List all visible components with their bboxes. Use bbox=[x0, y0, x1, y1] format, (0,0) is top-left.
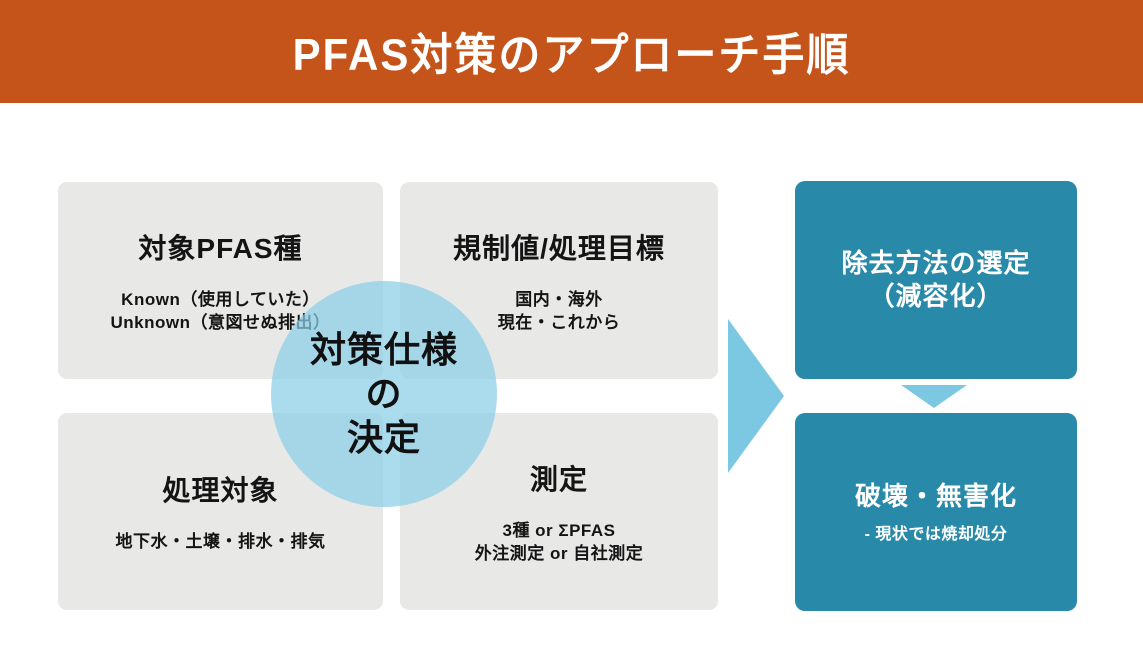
factor-subtitle: Known（使用していた） Unknown（意図せぬ排出） bbox=[111, 289, 331, 334]
factor-subtitle-line: 3種 or ΣPFAS bbox=[502, 521, 616, 541]
factor-box-target-pfas: 対象PFAS種 Known（使用していた） Unknown（意図せぬ排出） bbox=[58, 182, 383, 379]
factor-subtitle-line: Known（使用していた） bbox=[121, 290, 320, 310]
step-title: 破壊・無害化 bbox=[854, 481, 1017, 512]
decision-circle: 対策仕様 の 決定 bbox=[271, 281, 497, 507]
factor-subtitle-line: 現在・これから bbox=[497, 312, 621, 332]
factor-subtitle: 国内・海外 現在・これから bbox=[498, 289, 621, 334]
step-note: - 現状では焼却処分 bbox=[864, 525, 1008, 543]
factor-box-treatment-target: 処理対象 地下水・土壌・排水・排気 bbox=[58, 413, 383, 610]
header-banner: PFAS対策のアプローチ手順 bbox=[0, 0, 1143, 103]
factor-subtitle-line: 外注測定 or 自社測定 bbox=[474, 543, 644, 563]
flow-arrow-down-icon bbox=[901, 385, 967, 408]
factor-subtitle: 3種 or ΣPFAS 外注測定 or 自社測定 bbox=[475, 520, 643, 565]
factor-subtitle: 地下水・土壌・排水・排気 bbox=[116, 531, 326, 553]
factor-title: 規制値/処理目標 bbox=[453, 233, 665, 265]
decision-circle-label: 対策仕様 の 決定 bbox=[309, 329, 458, 458]
step-box-destruction-detoxification: 破壊・無害化 - 現状では焼却処分 bbox=[795, 413, 1077, 611]
flow-arrow-right-icon bbox=[728, 319, 784, 473]
factor-subtitle-line: 地下水・土壌・排水・排気 bbox=[115, 532, 326, 552]
factor-subtitle-line: Unknown（意図せぬ排出） bbox=[110, 312, 331, 332]
page-title: PFAS対策のアプローチ手順 bbox=[292, 29, 851, 80]
factor-title: 対象PFAS種 bbox=[138, 233, 303, 265]
factor-title: 処理対象 bbox=[162, 475, 279, 507]
step-box-removal-selection: 除去方法の選定 （減容化） bbox=[795, 181, 1077, 379]
factor-title: 測定 bbox=[529, 464, 588, 496]
step-title: 除去方法の選定 （減容化） bbox=[841, 247, 1031, 311]
factor-subtitle-line: 国内・海外 bbox=[515, 290, 603, 310]
